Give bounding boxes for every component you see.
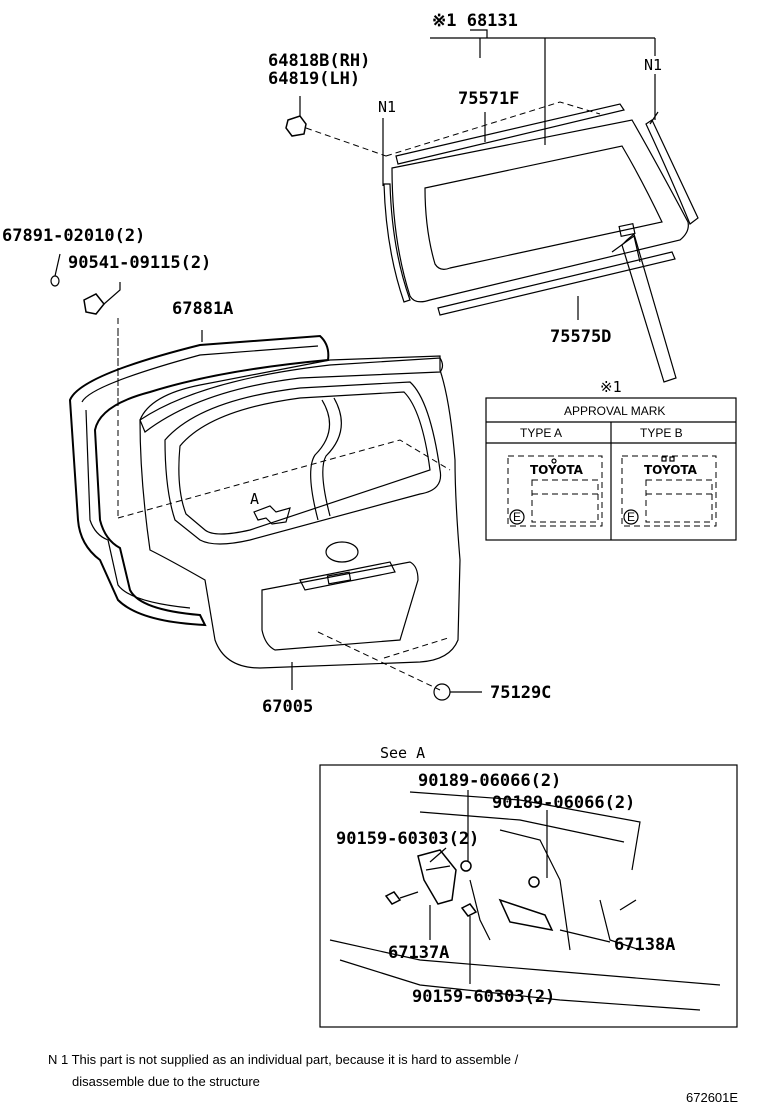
- back-window-assembly: [285, 29, 699, 383]
- footnote-line-2: disassemble due to the structure: [72, 1074, 260, 1089]
- approval-ref: ※1: [600, 378, 622, 396]
- label-67005: 67005: [262, 697, 313, 717]
- e-mark-type-b: E: [627, 510, 635, 524]
- plug-75129c: [433, 683, 451, 701]
- label-64819: 64819(LH): [268, 69, 360, 89]
- label-68131: ※1 68131: [432, 11, 518, 31]
- label-75571f: 75571F: [458, 89, 519, 109]
- footnote-line-1: N 1 This part is not supplied as an indi…: [48, 1052, 519, 1067]
- label-arrow-a: A: [250, 490, 259, 508]
- approval-type-b: TYPE B: [640, 426, 683, 440]
- label-67137a: 67137A: [388, 943, 449, 963]
- label-see-a: See A: [380, 744, 425, 762]
- logo-type-b: TOYOTA: [644, 463, 698, 477]
- label-67891: 67891-02010(2): [2, 226, 145, 246]
- label-90159-2: 90159-60303(2): [412, 987, 555, 1007]
- label-75129c: 75129C: [490, 683, 551, 703]
- approval-title: APPROVAL MARK: [564, 404, 665, 418]
- label-n1-left: N1: [378, 98, 396, 116]
- label-67138a: 67138A: [614, 935, 675, 955]
- label-90189-1: 90189-06066(2): [418, 771, 561, 791]
- label-90159-1: 90159-60303(2): [336, 829, 479, 849]
- approval-type-a: TYPE A: [520, 426, 562, 440]
- label-75575d: 75575D: [550, 327, 611, 347]
- clip-parts: [50, 253, 121, 400]
- label-90541: 90541-09115(2): [68, 253, 211, 273]
- label-90189-2: 90189-06066(2): [492, 793, 635, 813]
- label-n1-right: N1: [644, 56, 662, 74]
- logo-type-a: TOYOTA: [530, 463, 584, 477]
- label-64818b: 64818B(RH): [268, 51, 370, 71]
- diagram-code: 672601E: [686, 1090, 738, 1105]
- back-door-panel: [68, 330, 461, 691]
- approval-mark-box: [485, 397, 737, 541]
- e-mark-type-a: E: [513, 510, 521, 524]
- detail-a-box: [319, 764, 738, 1028]
- label-67881a: 67881A: [172, 299, 233, 319]
